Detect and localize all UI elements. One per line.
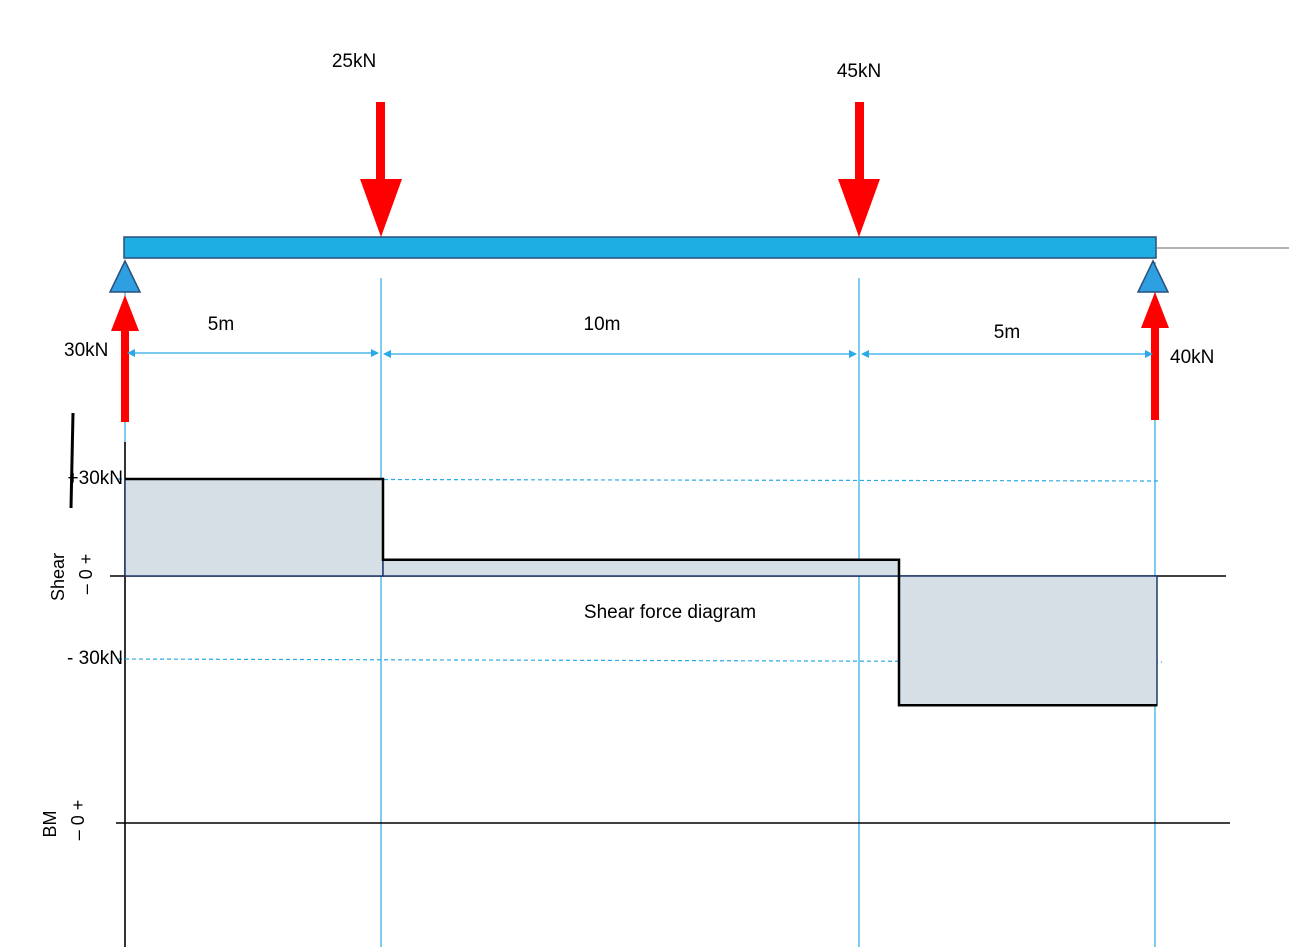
shear-block <box>382 559 900 577</box>
load1-arrow <box>360 102 402 237</box>
span3-label: 5m <box>994 322 1020 343</box>
left-reaction-arrow <box>111 295 139 422</box>
load2-arrow <box>838 102 880 237</box>
shear-axis-signs: – 0 + <box>76 554 96 595</box>
bm-axis-signs: – 0 + <box>68 800 88 841</box>
left-support-triangle <box>108 259 142 293</box>
shear-block <box>124 478 384 577</box>
shear-pos-tick-label: +30kN <box>68 468 123 489</box>
bm-axis-label: BM <box>40 811 60 838</box>
right-support-triangle <box>1136 259 1170 293</box>
beam <box>123 236 1157 259</box>
span2-label: 10m <box>584 314 621 335</box>
shear-pos-tick-line <box>117 478 1159 482</box>
right-reaction-arrow <box>1141 292 1169 420</box>
right-reaction-label: 40kN <box>1170 347 1214 368</box>
shear-force-diagram <box>124 477 1158 707</box>
shear-neg-tick-label: - 30kN <box>67 648 123 669</box>
shear-axis-label: Shear <box>48 553 68 601</box>
shear-caption: Shear force diagram <box>584 602 756 623</box>
shear-block <box>898 575 1158 707</box>
stray-mark <box>69 412 75 509</box>
shear-outline <box>125 477 1157 707</box>
load2-label: 45kN <box>837 61 881 82</box>
load1-label: 25kN <box>332 51 376 72</box>
left-reaction-label: 30kN <box>64 340 108 361</box>
dimension-lines <box>127 349 1153 358</box>
span1-label: 5m <box>208 314 234 335</box>
